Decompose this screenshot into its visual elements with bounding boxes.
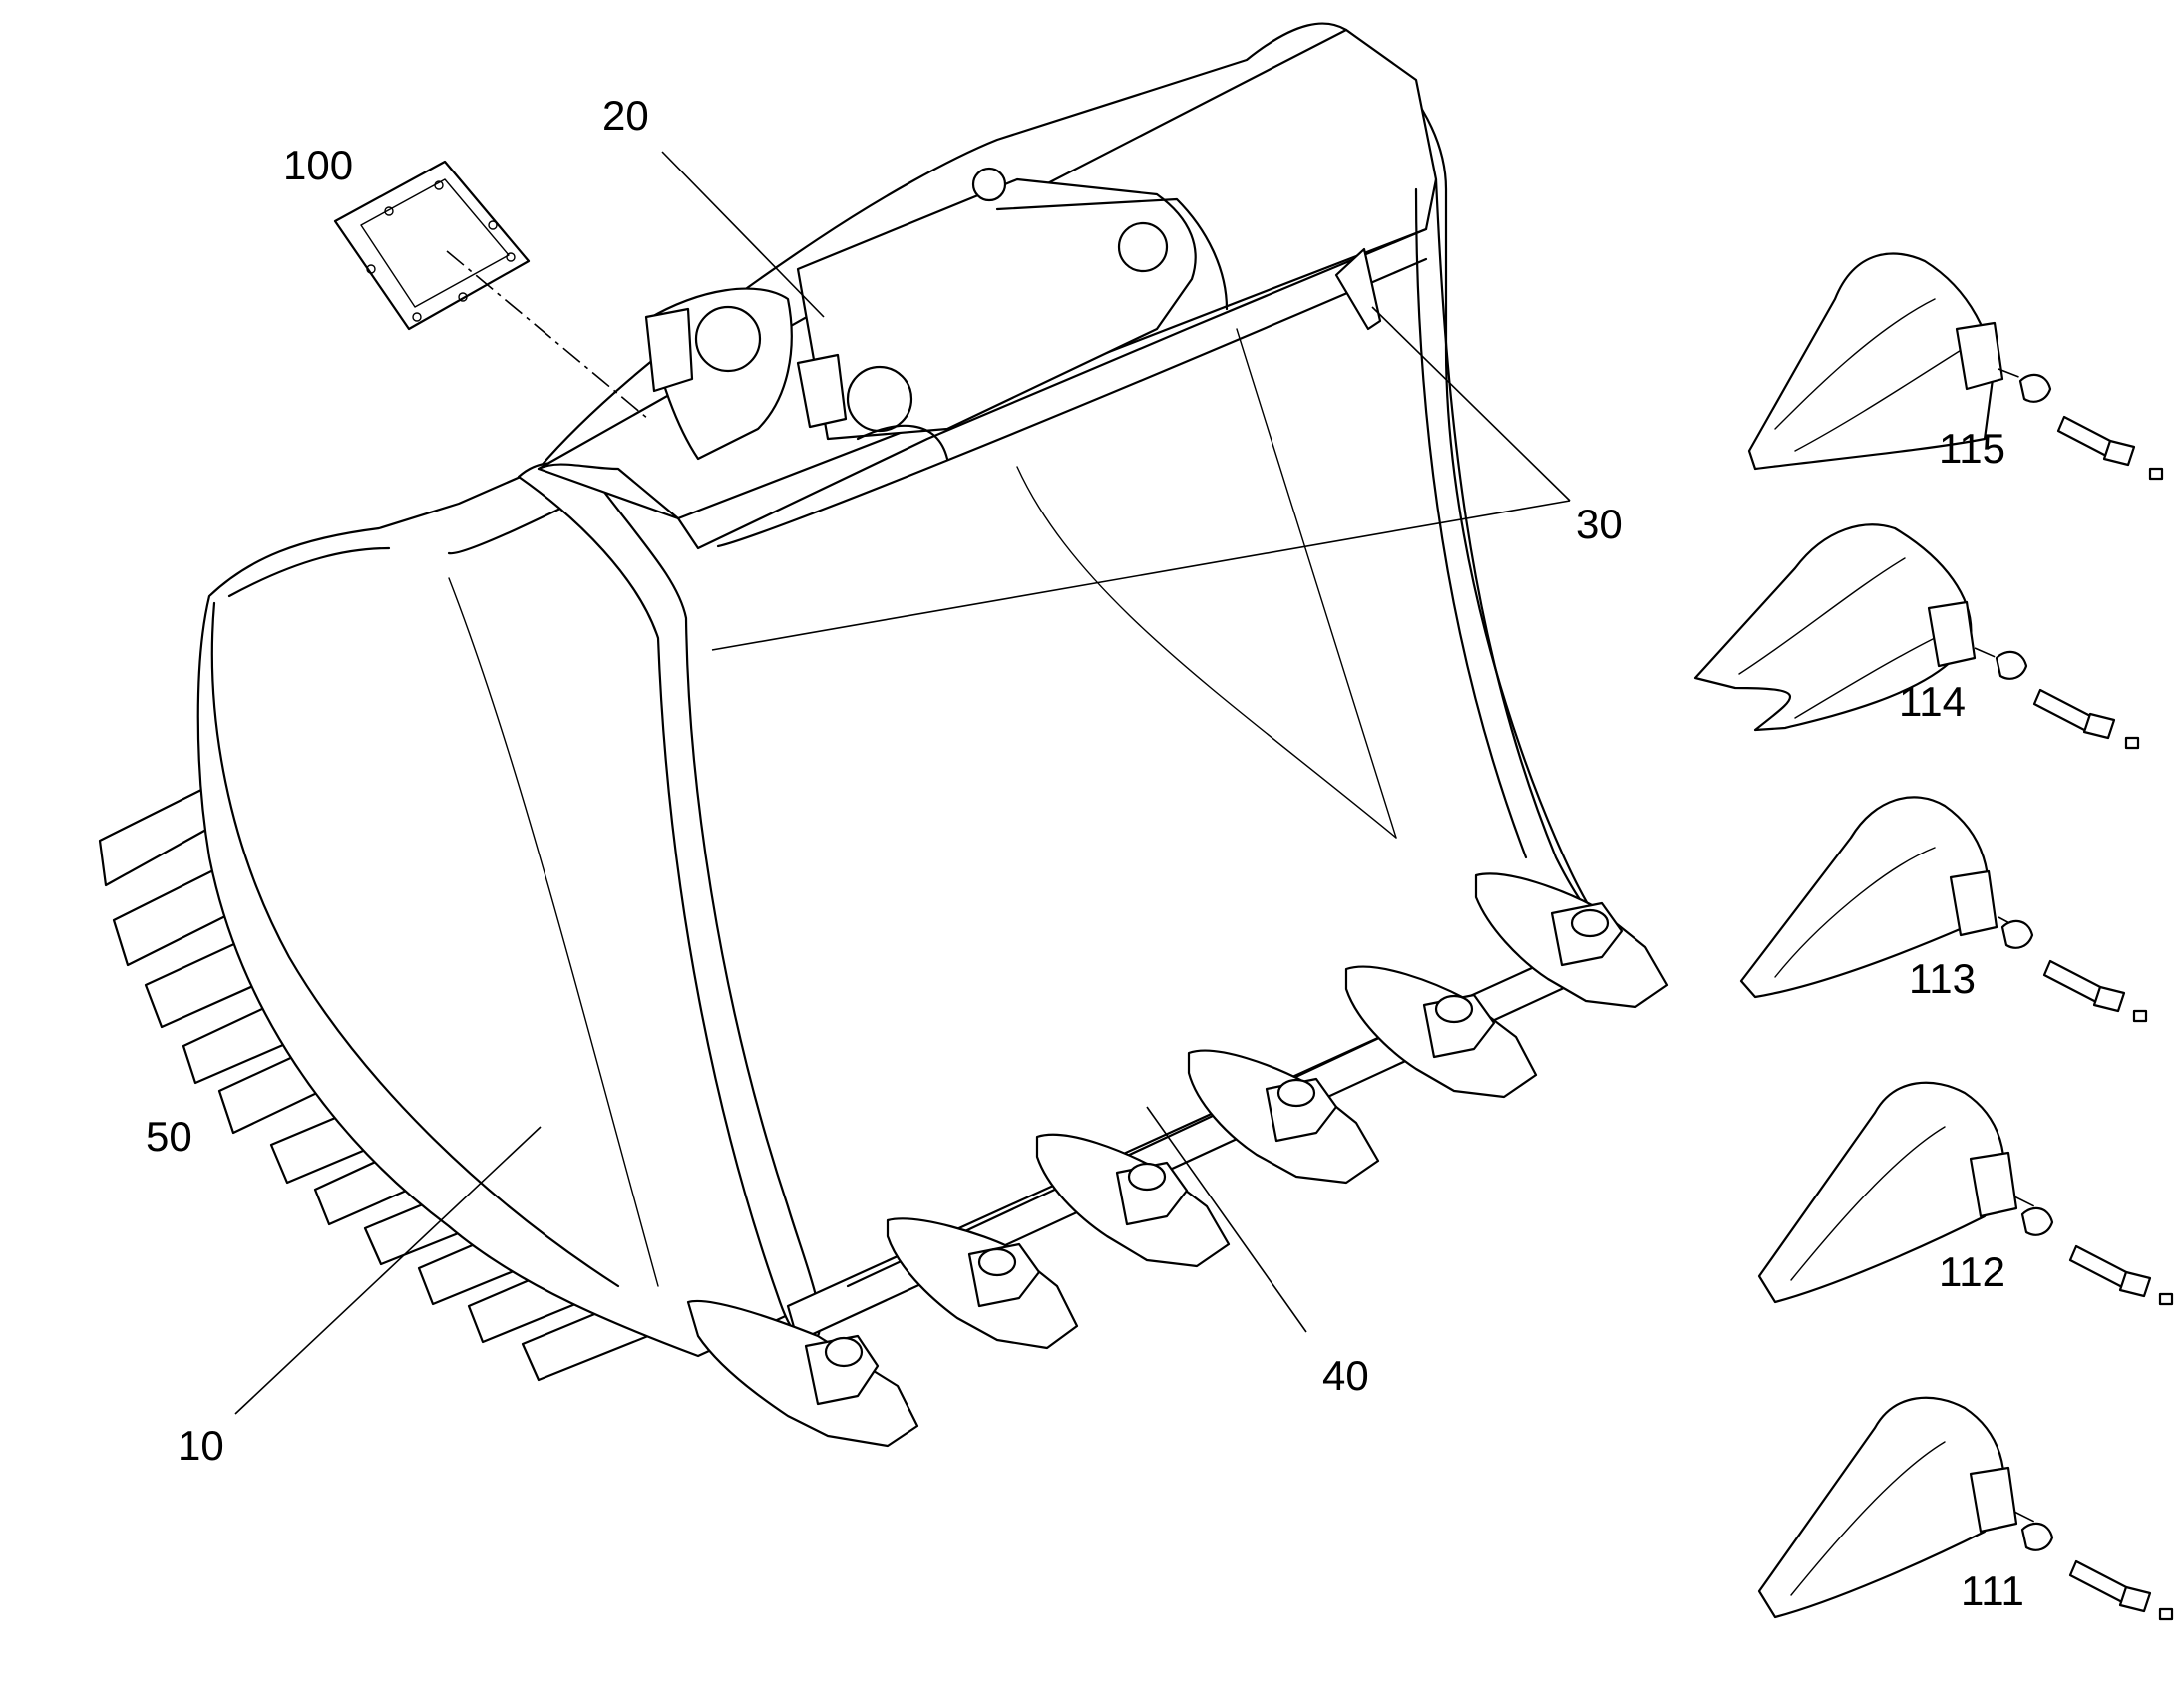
callout-112: 112 <box>1939 1248 2005 1295</box>
callout-20: 20 <box>602 92 649 139</box>
bucket-body <box>196 22 1618 1358</box>
callouts: 100 20 30 50 10 40 115 114 113 112 111 <box>146 92 2024 1614</box>
pin-boss-left <box>694 305 762 373</box>
tooth-115 <box>1747 252 2164 481</box>
tooth-113 <box>1739 796 2148 1023</box>
pin-boss-right <box>846 365 913 433</box>
callout-10: 10 <box>178 1422 224 1469</box>
tooth-111 <box>1757 1396 2174 1621</box>
callout-111: 111 <box>1961 1567 2024 1614</box>
callout-30: 30 <box>1576 501 1623 547</box>
bucket-tooth-6 <box>1474 872 1669 1009</box>
bucket-tooth-2 <box>886 1217 1079 1350</box>
callout-100: 100 <box>283 142 353 188</box>
leader-lines <box>234 151 1571 1415</box>
cover-plate <box>333 160 649 420</box>
tooth-112 <box>1757 1081 2174 1306</box>
bucket-teeth <box>686 872 1669 1448</box>
callout-40: 40 <box>1322 1352 1369 1399</box>
tooth-114 <box>1693 523 2140 750</box>
callout-50: 50 <box>146 1113 192 1160</box>
bucket-tooth-4 <box>1187 1049 1380 1185</box>
callout-113: 113 <box>1909 955 1976 1002</box>
callout-114: 114 <box>1899 678 1966 725</box>
callout-115: 115 <box>1939 425 2005 472</box>
bucket-tooth-3 <box>1035 1133 1231 1268</box>
bucket-tooth-5 <box>1344 965 1538 1099</box>
bucket-tooth-1 <box>686 1299 919 1448</box>
